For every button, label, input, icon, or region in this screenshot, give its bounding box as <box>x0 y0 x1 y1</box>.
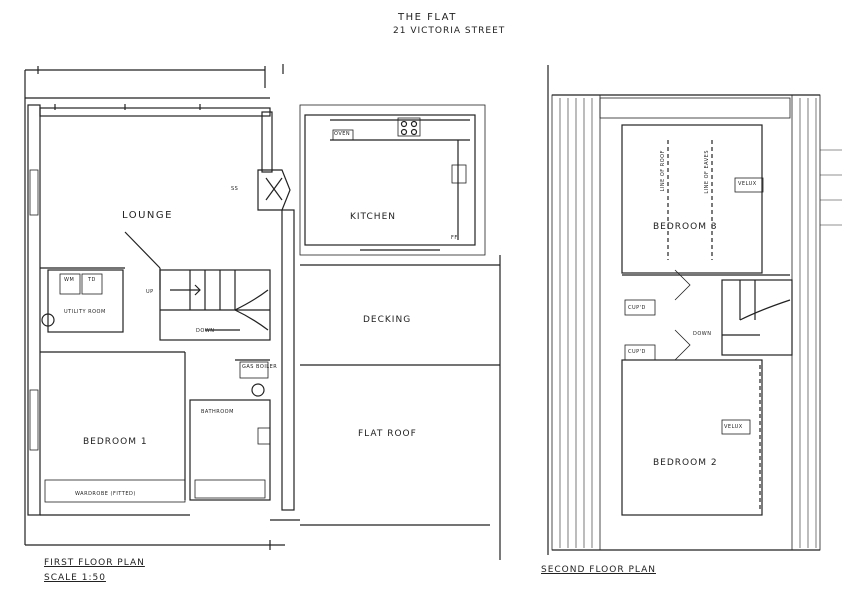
line-of-eaves-label: LINE OF EAVES <box>704 150 710 194</box>
drawing-address: 21 VICTORIA STREET <box>393 26 506 36</box>
line-of-roof-label: LINE OF ROOF <box>660 150 666 192</box>
cupboard-label-1: CUP'D <box>628 305 646 311</box>
area-label-flat-roof: FLAT ROOF <box>358 429 417 439</box>
drawing-title: THE FLAT <box>398 12 457 23</box>
ss-label: SS <box>231 186 239 192</box>
oven-label: OVEN <box>334 131 351 137</box>
second-floor-walls <box>547 65 842 555</box>
room-label-utility: UTILITY ROOM <box>64 309 106 315</box>
velux-label-top: VELUX <box>738 181 757 187</box>
room-label-bedroom2: BEDROOM 2 <box>653 458 718 468</box>
room-label-bathroom: BATHROOM <box>201 409 234 415</box>
stairs-up-label: UP <box>146 289 154 295</box>
stairs-down-label: DOWN <box>196 328 215 334</box>
cupboard-label-2: CUP'D <box>628 349 646 355</box>
room-label-bedroom1: BEDROOM 1 <box>83 437 148 447</box>
fridge-freezer-label: FF <box>451 235 458 241</box>
gas-boiler-label: GAS BOILER <box>242 364 278 370</box>
room-label-kitchen: KITCHEN <box>350 212 396 222</box>
tumble-dryer-label: TD <box>88 277 96 283</box>
wardrobe-label: WARDROBE (FITTED) <box>75 491 136 497</box>
room-label-bedroom3: BEDROOM 3 <box>653 222 718 232</box>
second-floor-plan-title: SECOND FLOOR PLAN <box>541 565 656 575</box>
scale-label: SCALE 1:50 <box>44 573 106 583</box>
second-floor-stairs-down-label: DOWN <box>693 331 712 337</box>
room-label-lounge: LOUNGE <box>122 210 173 221</box>
velux-label-bottom: VELUX <box>724 424 743 430</box>
washing-machine-label: WM <box>64 277 75 283</box>
area-label-decking: DECKING <box>363 315 412 325</box>
first-floor-walls <box>24 64 501 560</box>
first-floor-plan-title: FIRST FLOOR PLAN <box>44 558 145 568</box>
